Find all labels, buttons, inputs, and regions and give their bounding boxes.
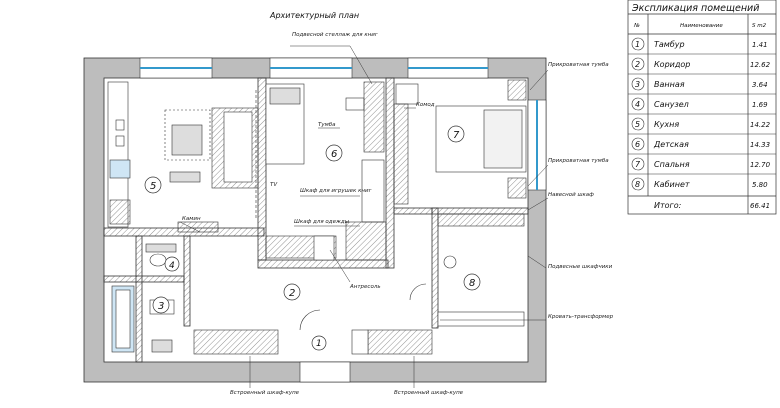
tv-label: TV	[270, 182, 278, 188]
table-header-area: S m2	[752, 23, 767, 29]
row-area: 12.62	[750, 61, 771, 69]
row-area: 14.33	[750, 141, 770, 149]
builtin-wardrobe-label-2: Встроенный шкаф-купе	[394, 390, 464, 396]
leader-lines	[179, 45, 549, 388]
tumba-label: Тумба	[318, 122, 336, 128]
table-title: Экспликация помещений	[631, 3, 759, 14]
nightstand-label-1: Прикроватная тумба	[548, 62, 609, 68]
table-header-no: №	[633, 23, 640, 29]
row-name: Ванная	[654, 80, 685, 89]
row-name: Кухня	[654, 120, 679, 129]
row-name: Тамбур	[654, 40, 685, 49]
table-row: 4 Санузел 1.69	[631, 97, 768, 111]
explication-table	[627, 0, 777, 215]
room-number-4: 4	[169, 261, 175, 271]
table-rows: 1 Тамбур 1.41 2 Коридор 12.62 3 Ванная 3…	[631, 37, 771, 191]
table-row: 7 Спальня 12.70	[631, 157, 771, 171]
row-area: 14.22	[750, 121, 771, 129]
nightstand-label-2: Прикроватная тумба	[548, 158, 609, 164]
room-number-5: 5	[150, 181, 156, 192]
komod-label: Комод	[416, 102, 435, 108]
table-row: 2 Коридор 12.62	[631, 57, 771, 71]
room-number-8: 8	[469, 278, 475, 289]
room-number-7: 7	[453, 130, 460, 141]
corridor	[193, 283, 433, 355]
room-number-2: 2	[289, 288, 295, 299]
antresol-label: Антресоль	[349, 284, 381, 290]
row-number: 6	[635, 140, 640, 149]
table-total-label: Итого:	[654, 201, 682, 210]
row-name: Кабинет	[654, 180, 690, 189]
row-number: 7	[635, 160, 641, 169]
kitchen	[107, 81, 259, 233]
row-area: 12.70	[750, 161, 771, 169]
row-number: 3	[635, 80, 640, 89]
row-area: 3.64	[752, 81, 768, 89]
hanging-cabinets-label: Подвесные шкафчики	[548, 264, 613, 270]
room-number-3: 3	[158, 301, 164, 312]
fireplace-label: Камин	[182, 216, 201, 222]
clothes-wardrobe-label: Шкаф для одежды	[294, 219, 350, 225]
wall-cabinet-label: Навесной шкаф	[548, 192, 594, 198]
row-number: 4	[635, 100, 640, 109]
kids-room	[265, 81, 387, 261]
row-area: 1.69	[752, 101, 768, 109]
shelf-label-1: Подвесной стеллаж для книг	[292, 32, 378, 38]
table-row: 5 Кухня 14.22	[631, 117, 771, 131]
table-row: 6 Детская 14.33	[631, 137, 770, 151]
table-row: 3 Ванная 3.64	[631, 77, 768, 91]
room-number-markers: 1 2 3 4 5 6 7 8	[144, 125, 481, 351]
row-number: 8	[635, 180, 640, 189]
row-name: Детская	[653, 140, 689, 149]
row-name: Коридор	[654, 60, 690, 69]
row-number: 2	[635, 60, 640, 69]
room-number-1: 1	[316, 339, 322, 349]
plan-title: Архитектурный план	[269, 11, 359, 20]
builtin-wardrobe-label-1: Встроенный шкаф-купе	[230, 390, 300, 396]
row-name: Спальня	[654, 160, 690, 169]
row-area: 5.80	[752, 181, 768, 189]
table-row: 8 Кабинет 5.80	[631, 177, 768, 191]
table-row: 1 Тамбур 1.41	[631, 37, 768, 51]
study	[437, 213, 525, 327]
row-number: 1	[635, 40, 640, 49]
sofa-bed-label: Кровать-трансформер	[548, 314, 614, 320]
toy-wardrobe-label: Шкаф для игрушек книг	[300, 188, 372, 194]
room-number-6: 6	[331, 149, 337, 160]
row-number: 5	[635, 120, 640, 129]
row-name: Санузел	[654, 100, 689, 109]
table-header-name: Наименование	[680, 23, 723, 29]
table-row-lines	[628, 53, 776, 175]
row-area: 1.41	[752, 41, 768, 49]
table-total-area: 66.41	[750, 202, 770, 210]
